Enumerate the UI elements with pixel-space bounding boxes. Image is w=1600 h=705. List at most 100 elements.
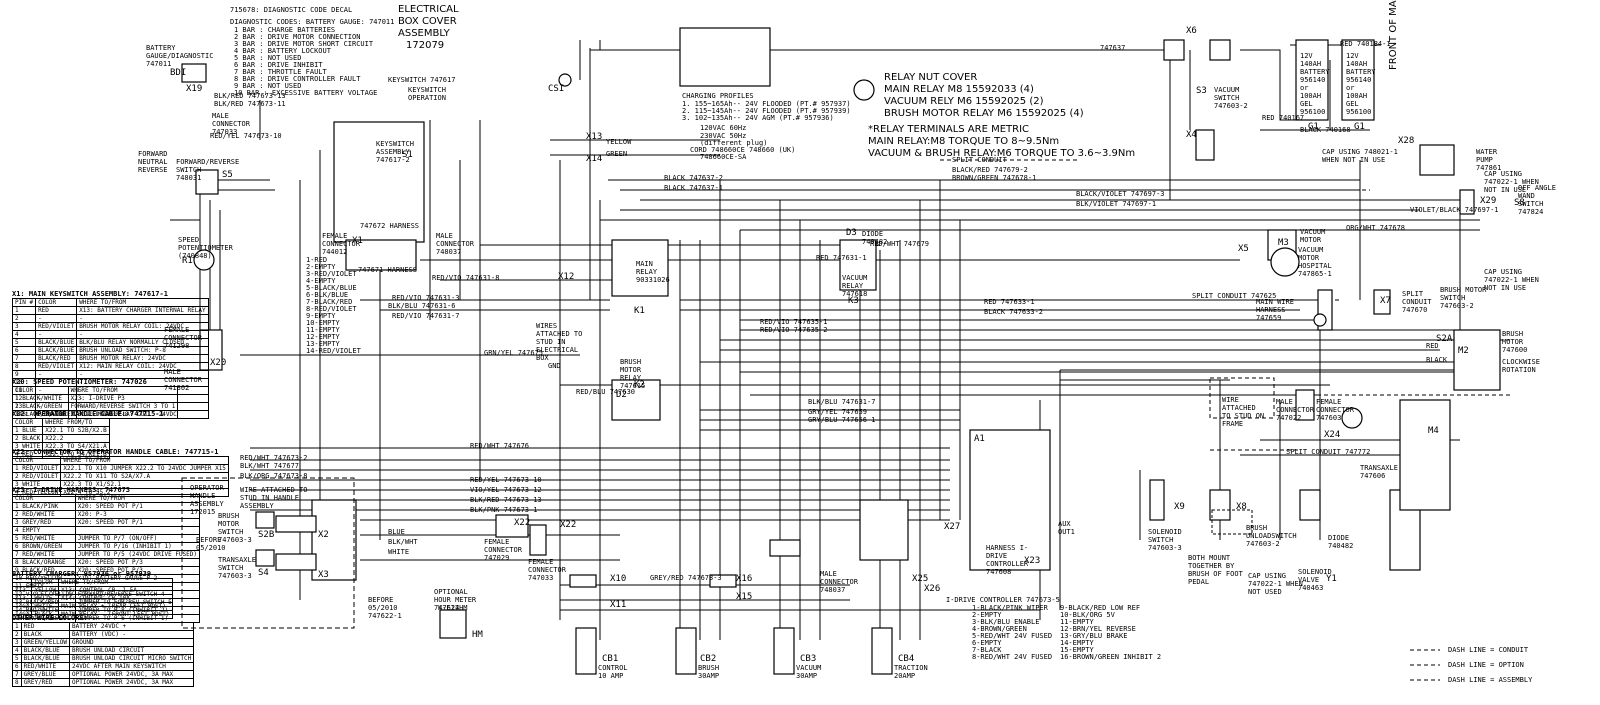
clockwise-label: CLOCKWISE ROTATION [1502, 358, 1540, 374]
solenoid-valve-label: SOLENOID VALVE 740463 [1298, 568, 1332, 592]
label-x22b: X22 [560, 520, 577, 530]
batt-left-5: or [1300, 84, 1309, 92]
wire-on-frame-label: WIRE ATTACHED TO STUD ON FRAME [1222, 396, 1265, 428]
wire-org-wht-747678: ORG/WHT 747678 [1346, 224, 1406, 232]
wire-red-747633-1: RED 747633-1 [984, 298, 1035, 306]
idrive-pin-10: 10-BLK/ORG 5V [1060, 611, 1115, 619]
label-x24: X24 [1324, 430, 1341, 440]
label-x22a: X22 [514, 518, 531, 528]
table-charger-title: BATTERY CHARGER: 957936 or 957939 [12, 570, 152, 578]
wire-black-747633-2: BLACK 747633-2 [984, 308, 1044, 316]
keyswitch-label: KEYSWITCH 747617 [388, 76, 456, 84]
female-747033-label: FEMALE CONNECTOR 747033 [528, 558, 566, 582]
relay-metric-3: VACUUM & BRUSH RELAY:M6 TORQUE TO 3.6~3.… [868, 148, 1136, 159]
cb4-label: TRACTION 20AMP [894, 664, 928, 680]
batt-left-8: 956100 [1300, 108, 1326, 116]
brush-motor-switch-label: BRUSH MOTOR SWITCH 747603-3 [218, 512, 252, 544]
label-x12: X12 [558, 272, 575, 282]
charging-2: 2. 115~145Ah-- 24V FLOODED (PT.# 957939) [682, 107, 851, 115]
idrive-pin-9: 9-BLACK/RED LOW REF [1060, 604, 1141, 612]
wires-attached-label: WIRES ATTACHED TO STUD IN ELECTRICAL BOX [536, 322, 583, 362]
cap-not-used-label: CAP USING 747022-1 WHEN NOT USED [1248, 572, 1303, 596]
wire-red-vio-747635-2: RED/VIO 747635-2 [760, 326, 828, 334]
x1-pin-5: 5-BLACK/BLUE [306, 284, 357, 292]
main-wire-harness-label: MAIN WIRE HARNESS 747659 [1256, 298, 1294, 322]
label-x27: X27 [944, 522, 961, 532]
elec-box-line3: ASSEMBLY [398, 28, 450, 39]
elec-box-line4: 172079 [406, 40, 445, 51]
batt-right-2: 140AH [1346, 60, 1368, 68]
transaxle-switch-label: TRANSAXLE SWITCH 747603-3 [218, 556, 256, 580]
power-5: 748660CE-SA [700, 153, 747, 161]
decal-title: 715678: DIAGNOSTIC CODE DECAL [230, 6, 353, 14]
wire-blk-pnk-1: BLK/PNK 747673-1 [470, 506, 538, 514]
speed-pot-label: SPEED POTENTIOMETER (740848) [178, 236, 233, 260]
female-747029-label: FEMALE CONNECTOR 747029 [484, 538, 522, 562]
wire-split-conduit: SPLIT CONDUIT [952, 156, 1007, 164]
label-x14: X14 [586, 154, 603, 164]
female-744012: FEMALE CONNECTOR 744012 [322, 232, 360, 256]
cap-748021-label: CAP USING 748021-1 WHEN NOT IN USE [1322, 148, 1398, 164]
brush-motor-label: BRUSH MOTOR 747600 [1502, 330, 1528, 354]
x1-pin-1: 1-RED [306, 256, 328, 264]
male-conn-747033: MALE CONNECTOR 747033 [212, 112, 250, 136]
wire-red-wht-747676: RED/WHT 747676 [470, 442, 530, 450]
label-x10: X10 [610, 574, 627, 584]
table-x22-title: X22: OPERATOR HANDLE CABLE: 747715-1 [12, 410, 164, 418]
vacuum-motor-label: VACUUM MOTOR [1300, 228, 1326, 244]
power-2: 230VAC 50Hz [700, 132, 747, 140]
solenoid-switch-label: SOLENOID SWITCH 747603-3 [1148, 528, 1182, 552]
fr-switch-label: FORWARD/REVERSE SWITCH 748031 [176, 158, 240, 182]
label-s2b: S2B [258, 530, 275, 540]
diode-740482-label: DIODE 740482 [1328, 534, 1354, 550]
male-748037b-label: MALE CONNECTOR 748037 [820, 570, 858, 594]
label-x9: X9 [1174, 502, 1185, 512]
batt-right-3: BATTERY [1346, 68, 1376, 76]
hour-meter-label: OPTIONAL HOUR METER 747624 [434, 588, 477, 612]
label-m3: M3 [1278, 238, 1289, 248]
x1-pin-11: 11-EMPTY [306, 326, 340, 334]
decal-code-8: 8 BAR : DRIVE CONTROLLER FAULT [234, 75, 361, 83]
elec-box-line2: BOX COVER [398, 16, 457, 27]
wire-yellow: YELLOW [606, 138, 632, 146]
transaxle-label: TRANSAXLE 747606 [1360, 464, 1398, 480]
label-x26: X26 [924, 584, 941, 594]
wire-blk-red-13: BLK/RED 747673-13 [214, 92, 286, 100]
wire-gry-blu-1: GRY/BLU 747656-1 [808, 416, 876, 424]
wire-red-vio-8: RED/VIO 747631-8 [432, 274, 500, 282]
wire-gry-yel-747659: GRY/YEL 747659 [808, 408, 868, 416]
wire-red-747631-1: RED 747631-1 [816, 254, 867, 262]
label-x2: X2 [318, 530, 329, 540]
wire-blk-blu-6: BLK/BLU 747631-6 [388, 302, 456, 310]
batt-red-label: RED 740184-1 [1340, 40, 1391, 48]
cb2-label: BRUSH 30AMP [698, 664, 720, 680]
wire-blk-red-13b: BLK/RED 747673-13 [470, 496, 542, 504]
label-csi: CSI [548, 84, 565, 94]
label-k1: K1 [634, 306, 645, 316]
relay-note-3: VACUUM RELY M6 15592025 (2) [884, 96, 1044, 107]
wire-blk-vio-1: BLK/VIOLET 747697-1 [1076, 200, 1157, 208]
decal-code-6: 6 BAR : DRIVE INHIBIT [234, 61, 323, 69]
wire-split-conduit-747625: SPLIT CONDUIT 747625 [1192, 292, 1277, 300]
x1-pin-13: 13-EMPTY [306, 340, 340, 348]
decal-code-9: 9 BAR : NOT USED [234, 82, 302, 90]
wire-black-m2: BLACK [1426, 356, 1448, 364]
idrive-pin-12: 12-BRN/YEL REVERSE [1060, 625, 1136, 633]
vacuum-relay-label: VACUUM RELAY 747618 [842, 274, 868, 298]
label-hm: HM [472, 630, 483, 640]
